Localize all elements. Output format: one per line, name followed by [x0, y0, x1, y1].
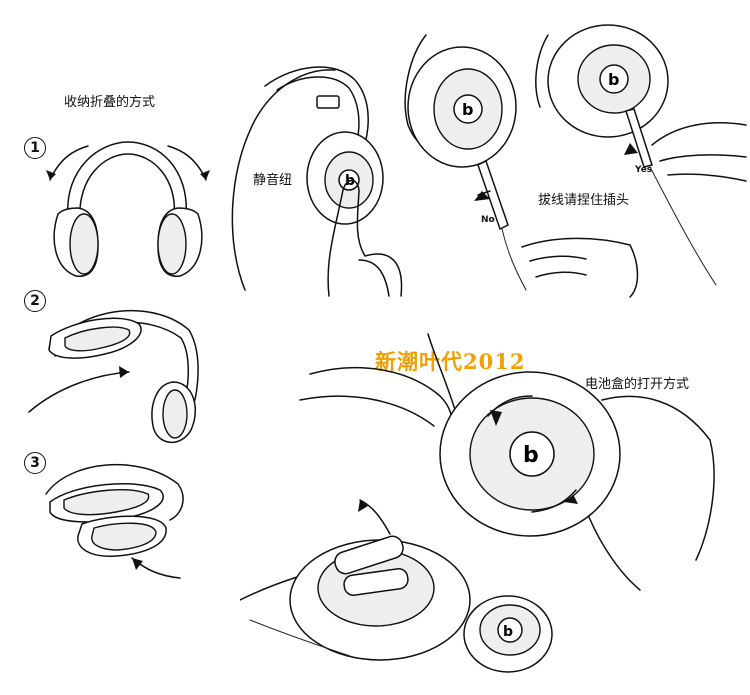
watermark-text: 新潮叶代2012	[375, 349, 526, 374]
mute-button-label: 静音纽	[253, 173, 293, 188]
step-3-headphones-illustration	[45, 463, 184, 579]
step-2-headphones-illustration	[28, 309, 199, 444]
unplug-cable-illustration: b b	[404, 24, 747, 298]
svg-text:b: b	[608, 70, 619, 89]
mute-button-illustration: b	[231, 66, 403, 297]
step-3-number: 3	[24, 452, 46, 474]
no-label: No	[481, 215, 495, 225]
svg-text:b: b	[503, 624, 513, 640]
step-1-number: 1	[24, 137, 46, 159]
battery-title: 电池盒的打开方式	[585, 377, 690, 392]
svg-text:b: b	[523, 443, 539, 468]
yes-label: Yes	[635, 165, 653, 175]
fold-title: 收纳折叠的方式	[64, 95, 156, 110]
svg-text:b: b	[462, 100, 473, 119]
battery-compartment-illustration: b b	[240, 333, 715, 673]
step-1-headphones-illustration	[46, 141, 210, 277]
step-2-number: 2	[24, 290, 46, 312]
unplug-instruction-label: 拔线请捏住插头	[538, 193, 630, 208]
